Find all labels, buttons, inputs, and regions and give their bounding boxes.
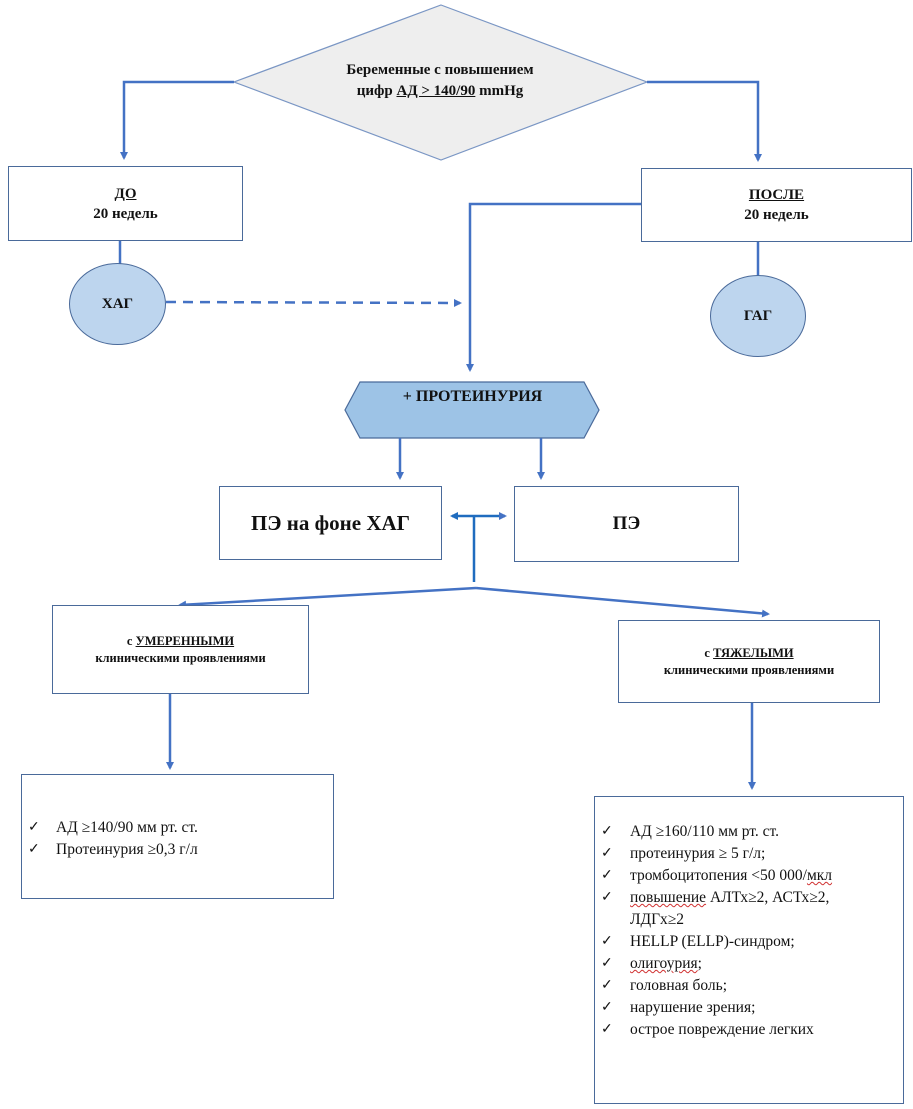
- check-icon: ✓: [601, 868, 613, 883]
- before-subtitle: 20 недель: [93, 205, 158, 222]
- severe-manifestations-box: с ТЯЖЕЛЫМИ клиническими проявлениями: [618, 620, 880, 703]
- criteria-item: ✓ АД ≥160/110 мм рт. ст.: [595, 821, 903, 843]
- gag-label: ГАГ: [743, 307, 773, 324]
- spellcheck-flagged-word: олигоурия: [630, 955, 698, 972]
- arrow-branch-to-moderate: [178, 586, 477, 609]
- severe-title: с ТЯЖЕЛЫМИ: [704, 645, 793, 662]
- criteria-text: острое повреждение легких: [630, 1021, 814, 1038]
- criteria-text: HELLP (ELLP)-синдром;: [630, 933, 795, 950]
- proteinuria-label: + ПРОТЕИНУРИЯ: [402, 388, 543, 405]
- check-icon: ✓: [601, 846, 613, 861]
- start-line-1: Беременные с повышением: [346, 62, 534, 78]
- before-20-weeks-box: ДО 20 недель: [8, 166, 243, 241]
- pe-on-hag-label: ПЭ на фоне ХАГ: [250, 510, 411, 535]
- severe-subtitle: клиническими проявлениями: [663, 662, 835, 677]
- criteria-text-continued: ЛДГх≥2: [630, 911, 685, 928]
- moderate-criteria-list: ✓ АД ≥140/90 мм рт. ст. ✓ Протеинурия ≥0,3…: [22, 817, 333, 861]
- start-line-2: цифр АД > 140/90 mmHg: [270, 81, 610, 102]
- after-title: ПОСЛЕ: [748, 187, 805, 203]
- start-line-2-unit: mmHg: [475, 83, 524, 99]
- criteria-text: АЛТх≥2, АСТх≥2,: [706, 889, 830, 906]
- criteria-item: ✓ нарушение зрения;: [595, 997, 903, 1019]
- check-icon: ✓: [601, 1022, 613, 1037]
- criteria-item: ✓ тромбоцитопения <50 000/мкл: [595, 865, 903, 887]
- criteria-item: ✓ повышение АЛТх≥2, АСТх≥2, ЛДГх≥2: [595, 887, 903, 931]
- arrow-branch-to-severe: [475, 586, 770, 618]
- start-condition-label: Беременные с повышением цифр АД > 140/90…: [270, 60, 610, 102]
- moderate-subtitle: клиническими проявлениями: [95, 650, 266, 665]
- preeclampsia-on-hag-box: ПЭ на фоне ХАГ: [219, 486, 442, 560]
- check-icon: ✓: [601, 890, 613, 905]
- moderate-emphasis: УМЕРЕННЫМИ: [135, 633, 235, 648]
- criteria-item: ✓ протеинурия ≥ 5 г/л;: [595, 843, 903, 865]
- moderate-criteria-box: ✓ АД ≥140/90 мм рт. ст. ✓ Протеинурия ≥0,3…: [21, 774, 334, 899]
- criteria-text: Протеинурия ≥0,3 г/л: [56, 841, 198, 858]
- check-icon: ✓: [601, 824, 613, 839]
- after-20-weeks-box: ПОСЛЕ 20 недель: [641, 168, 912, 242]
- criteria-item: ✓ олигоурия;: [595, 953, 903, 975]
- check-icon: ✓: [28, 842, 40, 857]
- preeclampsia-box: ПЭ: [514, 486, 739, 562]
- criteria-item: ✓ АД ≥140/90 мм рт. ст.: [22, 817, 333, 839]
- moderate-title: с УМЕРЕННЫМИ: [127, 633, 234, 650]
- before-title: ДО: [114, 185, 137, 202]
- severe-prefix: с: [704, 645, 714, 660]
- moderate-prefix: с: [126, 633, 136, 648]
- after-subtitle: 20 недель: [744, 207, 809, 223]
- bp-threshold: АД > 140/90: [396, 83, 476, 99]
- moderate-manifestations-box: с УМЕРЕННЫМИ клиническими проявлениями: [52, 605, 309, 694]
- arrow-start-to-after: [647, 80, 762, 162]
- check-icon: ✓: [601, 956, 613, 971]
- criteria-text: АД ≥140/90 мм рт. ст.: [56, 819, 198, 836]
- start-decision-diamond: [232, 4, 649, 161]
- dashed-arrow-hag-to-proteinuria: [165, 298, 462, 307]
- proteinuria-hexagon: [344, 381, 600, 439]
- criteria-text: головная боль;: [630, 977, 728, 994]
- criteria-item: ✓ острое повреждение легких: [595, 1019, 903, 1041]
- severe-emphasis: ТЯЖЕЛЫМИ: [713, 645, 794, 660]
- severe-criteria-list: ✓ АД ≥160/110 мм рт. ст. ✓ протеинурия ≥ 5…: [595, 821, 903, 1041]
- spellcheck-flagged-word: мкл: [806, 867, 833, 884]
- criteria-item: ✓ Протеинурия ≥0,3 г/л: [22, 839, 333, 861]
- criteria-text: ;: [697, 955, 702, 972]
- chronic-hypertension-ellipse: ХАГ: [69, 263, 166, 345]
- hag-label: ХАГ: [101, 295, 134, 312]
- severe-criteria-box: ✓ АД ≥160/110 мм рт. ст. ✓ протеинурия ≥ 5…: [594, 796, 904, 1104]
- arrow-start-to-before: [120, 80, 234, 160]
- criteria-text: АД ≥160/110 мм рт. ст.: [630, 823, 780, 840]
- check-icon: ✓: [28, 820, 40, 835]
- criteria-item: ✓ HELLP (ELLP)-синдром;: [595, 931, 903, 953]
- check-icon: ✓: [601, 978, 613, 993]
- check-icon: ✓: [601, 934, 613, 949]
- arrow-after-to-proteinuria: [466, 202, 641, 372]
- pe-label: ПЭ: [612, 513, 641, 534]
- criteria-text: протеинурия ≥ 5 г/л;: [630, 845, 766, 862]
- check-icon: ✓: [601, 1000, 613, 1015]
- criteria-item: ✓ головная боль;: [595, 975, 903, 997]
- criteria-text: нарушение зрения;: [630, 999, 756, 1016]
- criteria-text: тромбоцитопения <50 000/: [630, 867, 807, 884]
- spellcheck-flagged-word: повышение: [630, 889, 707, 906]
- start-line-2-prefix: цифр: [356, 83, 397, 99]
- gestational-hypertension-ellipse: ГАГ: [710, 275, 806, 357]
